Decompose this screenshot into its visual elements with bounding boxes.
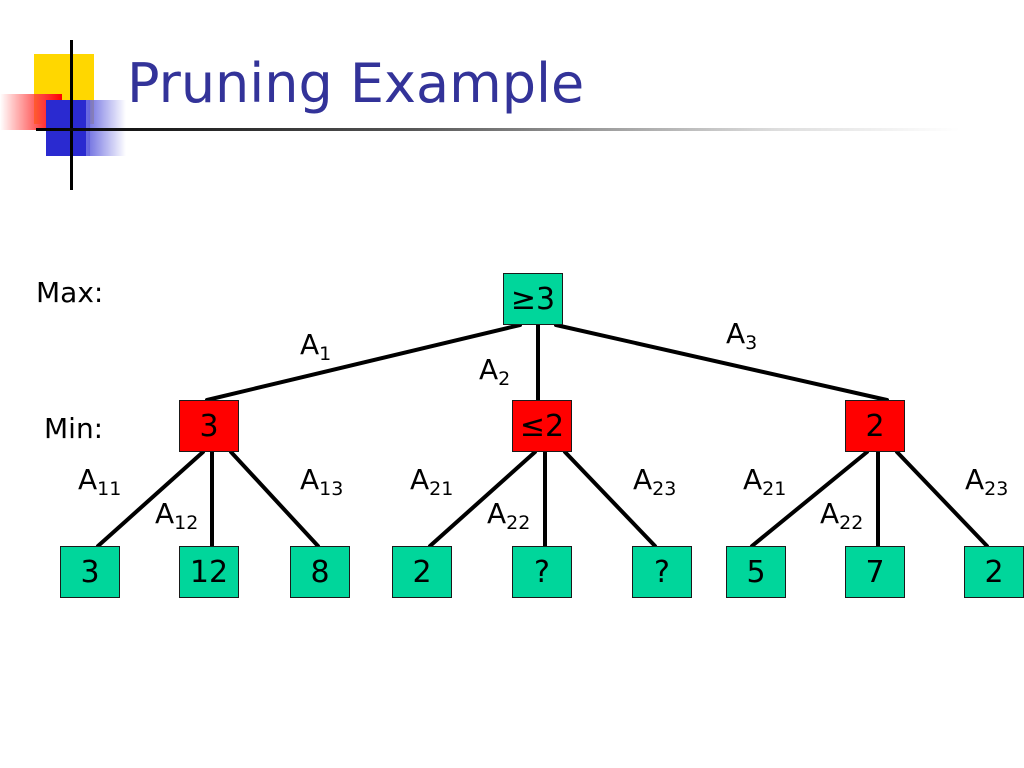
leaf-node-6: ?: [632, 546, 692, 598]
leaf-node-1: 3: [60, 546, 120, 598]
leaf-node-9: 2: [964, 546, 1024, 598]
edge-label-a22-right: A22: [820, 497, 864, 534]
min-node-3: 2: [845, 400, 905, 452]
edge-min1-leaf1: [96, 450, 205, 548]
edge-label-a11: A11: [78, 463, 122, 500]
edge-root-a3: [554, 323, 889, 402]
edge-root-a1: [205, 323, 522, 402]
max-level-label: Max:: [36, 276, 104, 309]
edge-min1-leaf3: [229, 450, 320, 548]
leaf-node-8: 7: [845, 546, 905, 598]
edge-label-a2: A2: [479, 353, 511, 390]
edge-label-a21: A21: [410, 463, 454, 500]
min-node-2: ≤2: [512, 400, 572, 452]
edge-min3-leaf3: [895, 450, 989, 548]
edge-min3-leaf1: [750, 450, 869, 548]
edge-label-a23-right: A23: [965, 463, 1009, 500]
page-title: Pruning Example: [127, 52, 585, 115]
leaf-node-5: ?: [512, 546, 572, 598]
edge-label-a22: A22: [487, 497, 531, 534]
title-divider: [36, 128, 960, 131]
root-max-node: ≥3: [503, 273, 563, 325]
edge-label-a23: A23: [633, 463, 677, 500]
min-level-label: Min:: [44, 412, 104, 445]
edge-label-a13: A13: [300, 463, 344, 500]
edge-label-a3: A3: [726, 317, 758, 354]
edge-label-a12: A12: [155, 497, 199, 534]
edge-min2-leaf3: [563, 450, 657, 548]
leaf-node-4: 2: [392, 546, 452, 598]
leaf-node-2: 12: [179, 546, 239, 598]
leaf-node-3: 8: [290, 546, 350, 598]
edge-label-a21-right: A21: [743, 463, 787, 500]
edge-label-a1: A1: [300, 328, 332, 365]
leaf-node-7: 5: [726, 546, 786, 598]
min-node-1: 3: [179, 400, 239, 452]
edge-min2-leaf1: [428, 450, 537, 548]
